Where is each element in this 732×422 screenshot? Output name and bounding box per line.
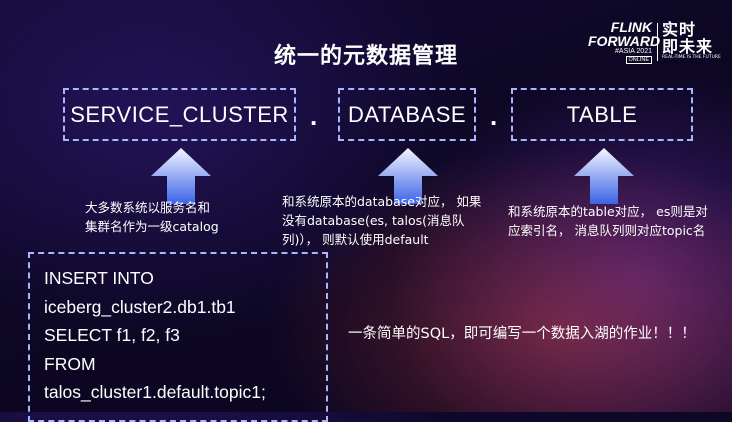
service-cluster-box: SERVICE_CLUSTER: [63, 88, 296, 141]
logo-forward-text: FORWARD: [588, 33, 661, 49]
summary-text: 一条简单的SQL，即可编写一个数据入湖的作业！！！: [348, 326, 696, 342]
logo-online-badge: ONLINE: [625, 56, 652, 64]
logo-flink-text: FLINK: [610, 19, 652, 35]
event-logo: FLINK FORWARD #ASIA 2021 ONLINE 实时 即未来 R…: [588, 19, 721, 65]
note-line: 和系统原本的database对应， 如果: [282, 194, 482, 209]
sql-line: talos_cluster1.default.topic1;: [44, 382, 266, 402]
separator-dot-2: .: [490, 101, 498, 131]
logo-cn-line2: 即未来: [662, 37, 714, 56]
sql-line: FROM: [44, 353, 96, 374]
up-arrow-icon: [151, 148, 211, 204]
up-arrow-icon: [378, 148, 438, 204]
sql-line: SELECT f1, f2, f3: [44, 325, 180, 345]
logo-tagline: REAL-TIME IS THE FUTURE: [662, 55, 721, 60]
sql-code: INSERT INTO iceberg_cluster2.db1.tb1 SEL…: [44, 264, 266, 407]
sql-line: iceberg_cluster2.db1.tb1: [44, 296, 236, 317]
note-line: 大多数系统以服务名和: [85, 200, 211, 215]
database-note: 和系统原本的database对应， 如果 没有database(es, talo…: [282, 192, 481, 249]
logo-cn-line1: 实时: [662, 20, 697, 39]
note-line: 应索引名， 消息队列则对应topic名: [508, 223, 706, 238]
event-logo-wordmark: FLINK FORWARD #ASIA 2021 ONLINE: [588, 19, 661, 65]
note-line: 集群名作为一级catalog: [85, 219, 219, 234]
note-line: 和系统原本的table对应， es则是对: [508, 204, 708, 219]
database-box: DATABASE: [338, 88, 476, 141]
logo-divider: [657, 23, 658, 61]
sql-line: INSERT INTO: [44, 268, 154, 288]
note-line: 列)）， 则默认使用default: [282, 232, 429, 247]
note-line: 没有database(es, talos(消息队: [282, 213, 465, 228]
up-arrow-icon: [574, 148, 634, 204]
event-logo-chinese: 实时 即未来 REAL-TIME IS THE FUTURE: [662, 21, 721, 61]
service-cluster-note: 大多数系统以服务名和 集群名作为一级catalog: [85, 198, 219, 236]
slide-title: 统一的元数据管理: [273, 44, 458, 69]
table-note: 和系统原本的table对应， es则是对 应索引名， 消息队列则对应topic名: [508, 202, 708, 240]
table-box: TABLE: [511, 88, 693, 141]
separator-dot-1: .: [310, 101, 318, 131]
logo-year-text: #ASIA 2021: [615, 48, 652, 55]
